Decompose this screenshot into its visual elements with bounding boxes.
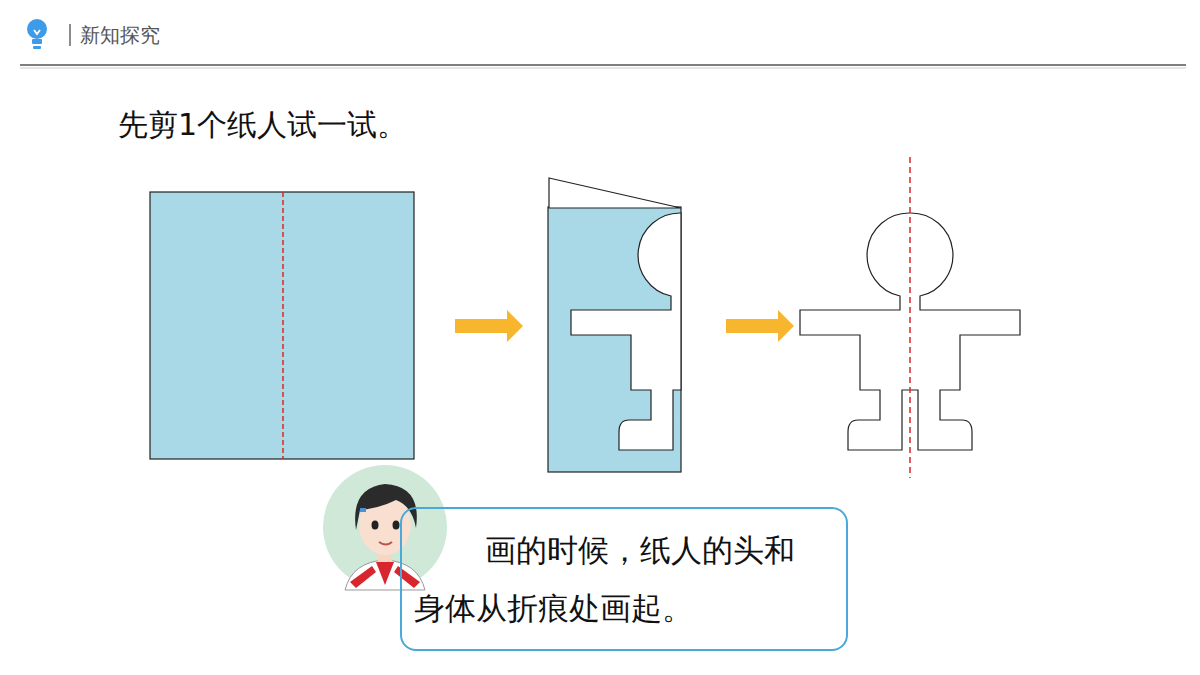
folded-paper (548, 207, 681, 472)
header-rule (20, 68, 1186, 69)
step-arrow (726, 310, 794, 342)
girl-avatar (323, 465, 447, 590)
half-figure-outline (571, 213, 681, 450)
bulb-icon (27, 19, 47, 49)
header-rule (20, 64, 1186, 66)
paper-figure-outline (910, 213, 1020, 450)
separator (69, 24, 71, 46)
speech-bubble: 画的时候，纸人的头和身体从折痕处画起。 (400, 507, 848, 651)
step-arrow (455, 310, 523, 342)
fold-line (909, 157, 911, 478)
instruction-text: 先剪1个纸人试一试。 (118, 105, 407, 146)
paper-flap (549, 178, 681, 208)
fold-line (282, 192, 284, 459)
section-title: 新知探究 (80, 22, 160, 49)
paper-figure-outline (800, 213, 910, 450)
speech-text: 画的时候，纸人的头和身体从折痕处画起。 (414, 521, 796, 637)
paper-square (150, 192, 414, 459)
